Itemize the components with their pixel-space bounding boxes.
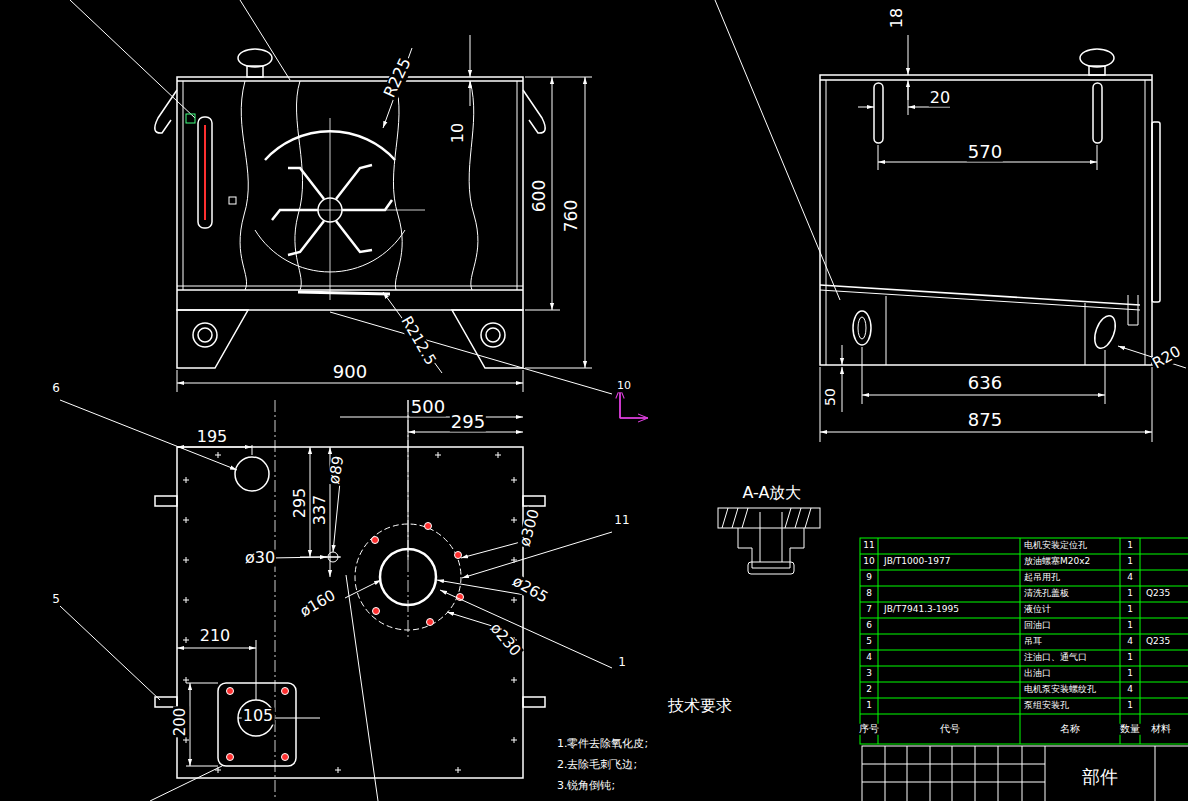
- table-cell: 注油口、通气口: [1023, 653, 1088, 662]
- table-cell: 5: [865, 637, 873, 646]
- table-cell: 1: [1126, 669, 1134, 678]
- dimension-text: 10: [450, 122, 467, 144]
- dimension-text: 20: [929, 90, 951, 107]
- table-cell: JB/T1000-1977: [883, 557, 951, 566]
- dimension-text: 900: [332, 363, 368, 382]
- dimension-text: 295: [292, 487, 309, 520]
- dimension-text: ø30: [244, 550, 276, 567]
- note-text: 2.去除毛刺飞边;: [556, 759, 638, 771]
- dimension-text: 570: [967, 143, 1003, 162]
- notes-heading: 技术要求: [667, 698, 733, 715]
- table-header: 数量: [1119, 724, 1141, 735]
- dimension-text: 105: [242, 708, 275, 725]
- table-cell: JB/T7941.3-1995: [883, 605, 960, 614]
- table-cell: 1: [1126, 653, 1134, 662]
- dimension-text: ø300: [517, 507, 543, 550]
- dimension-text: ø160: [297, 587, 339, 621]
- table-cell: 8: [865, 589, 873, 598]
- dimension-text: 195: [196, 429, 229, 446]
- table-cell: 泵组安装孔: [1023, 701, 1070, 710]
- callout-number: 11: [613, 514, 630, 527]
- table-cell: 2: [865, 685, 873, 694]
- dimension-text: 760: [563, 199, 581, 233]
- table-cell: 出油口: [1023, 669, 1052, 678]
- dimension-text: 50: [823, 387, 838, 407]
- table-cell: 9: [865, 573, 873, 582]
- dimension-text: ø265: [509, 573, 551, 607]
- table-cell: 液位计: [1023, 605, 1052, 614]
- table-cell: 1: [1126, 701, 1134, 710]
- table-cell: 1: [1126, 541, 1134, 550]
- table-cell: 回油口: [1023, 621, 1052, 630]
- table-cell: 10: [862, 557, 875, 566]
- table-cell: 电机泵安装螺纹孔: [1023, 685, 1097, 694]
- table-cell: 7: [865, 605, 873, 614]
- table-cell: Q235: [1145, 637, 1171, 646]
- table-cell: 4: [865, 653, 873, 662]
- table-cell: 6: [865, 621, 873, 630]
- table-cell: 1: [1126, 589, 1134, 598]
- table-cell: 1: [1126, 605, 1134, 614]
- table-cell: 清洗孔盖板: [1023, 589, 1070, 598]
- table-cell: 3: [865, 669, 873, 678]
- table-header: 名称: [1059, 724, 1081, 735]
- table-cell: 1: [865, 701, 873, 710]
- dimension-text: R20: [1149, 343, 1184, 372]
- table-cell: 11: [862, 541, 875, 550]
- dimension-text: 337: [312, 494, 329, 527]
- dimension-text: R225: [381, 55, 415, 102]
- table-cell: 电机安装定位孔: [1023, 541, 1088, 550]
- table-header: 序号: [858, 724, 880, 735]
- dimension-text: 875: [967, 411, 1003, 430]
- dimension-text: 500: [410, 398, 446, 417]
- view-label: A-A放大: [742, 485, 803, 502]
- callout-number: 1: [617, 656, 627, 669]
- dimension-text: R212.5: [397, 313, 438, 369]
- table-cell: 4: [1126, 685, 1134, 694]
- dimension-text: 295: [450, 413, 486, 432]
- dimension-text: 210: [199, 628, 232, 645]
- note-text: 1.零件去除氧化皮;: [556, 738, 649, 750]
- dimension-text: ø89: [327, 454, 348, 487]
- dimension-text: ø230: [486, 620, 524, 661]
- table-cell: 起吊用孔: [1023, 573, 1061, 582]
- table-cell: Q235: [1145, 589, 1171, 598]
- table-cell: 4: [1126, 573, 1134, 582]
- callout-number: 6: [51, 382, 61, 395]
- table-cell: 1: [1126, 557, 1134, 566]
- table-cell: 4: [1126, 637, 1134, 646]
- dimension-text: 18: [889, 7, 906, 29]
- dimension-text: 636: [967, 374, 1003, 393]
- table-cell: 吊耳: [1023, 637, 1043, 646]
- note-text: 3.锐角倒钝;: [556, 780, 616, 792]
- table-header: 材料: [1150, 724, 1172, 735]
- title-text: 部件: [1081, 768, 1119, 787]
- table-cell: 1: [1126, 621, 1134, 630]
- table-cell: 放油螺塞M20x2: [1023, 557, 1091, 566]
- callout-number: 5: [51, 593, 61, 606]
- dimension-text: 600: [531, 179, 549, 213]
- callout-number: 10: [616, 380, 632, 392]
- dimension-text: 200: [173, 707, 189, 738]
- table-header: 代号: [939, 724, 961, 735]
